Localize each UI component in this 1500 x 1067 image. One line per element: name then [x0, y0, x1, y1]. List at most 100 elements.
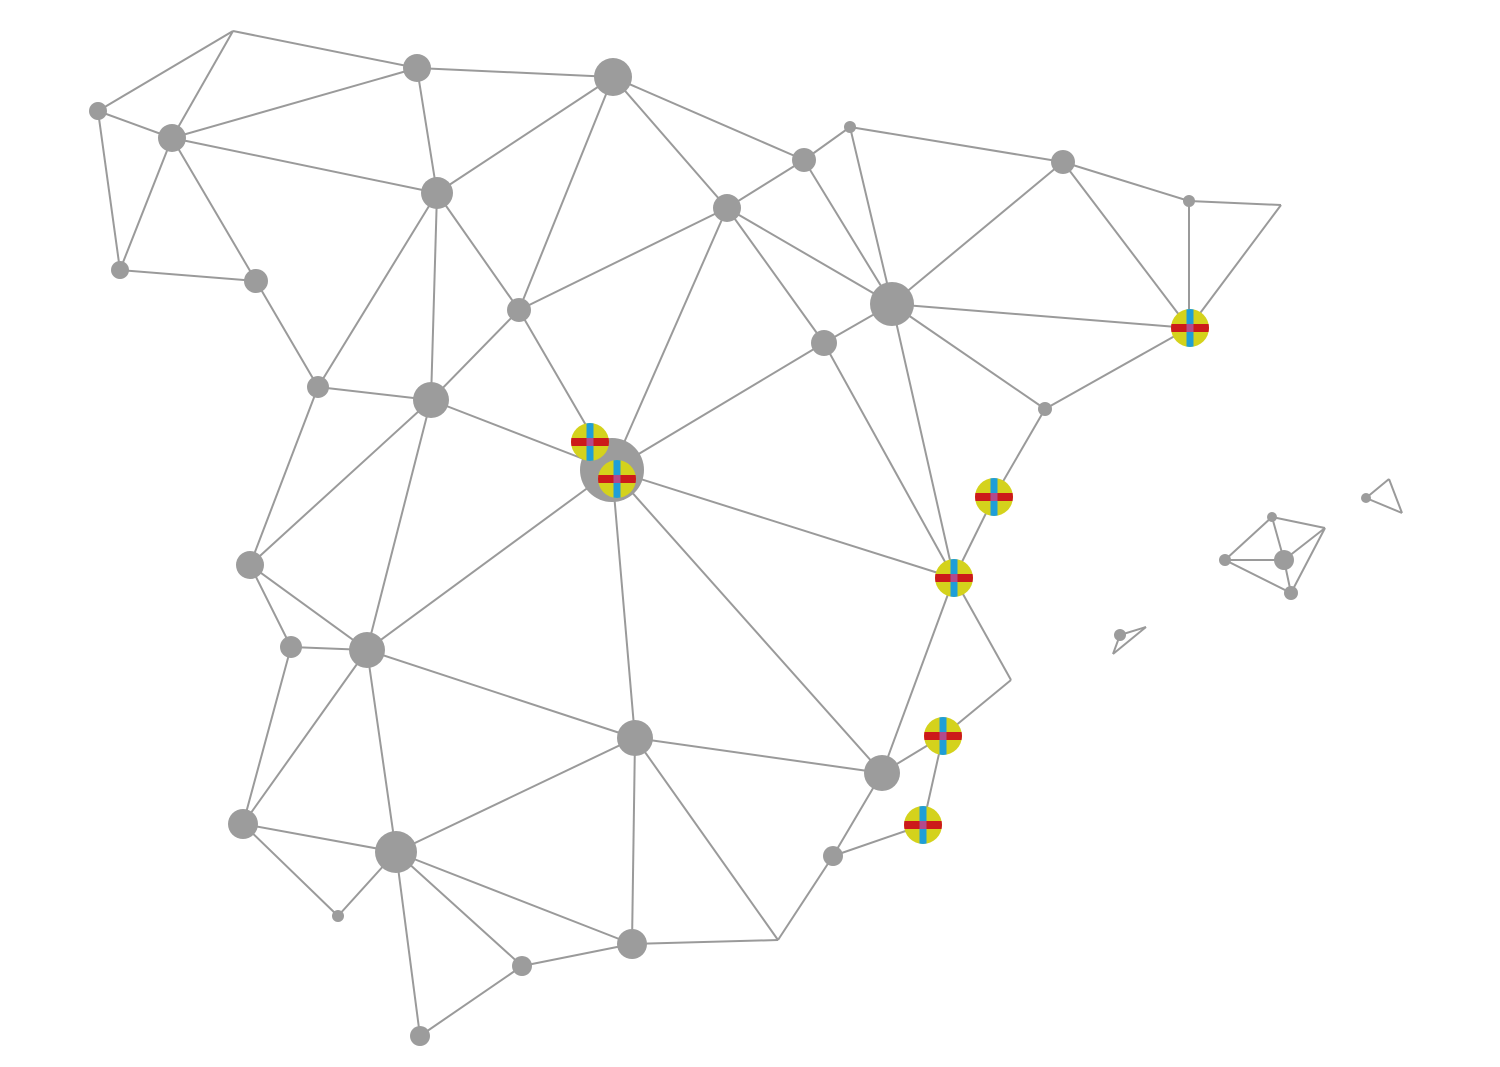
network-edge [1188, 204, 1282, 329]
network-edge [611, 469, 955, 579]
network-edge [1044, 327, 1190, 410]
network-edge [891, 161, 1064, 305]
network-edge [891, 303, 955, 579]
network-edge [249, 386, 319, 566]
network-edge [242, 823, 397, 853]
network-node [244, 269, 268, 293]
network-node [111, 261, 129, 279]
network-edge [1062, 161, 1190, 202]
network-node [1361, 493, 1371, 503]
network-node [228, 809, 258, 839]
network-node [713, 194, 741, 222]
network-node [1051, 150, 1075, 174]
network-edge [242, 646, 292, 825]
network-edge [521, 943, 633, 967]
network-edge [171, 67, 418, 139]
network-edge [726, 159, 805, 209]
network-edge [518, 76, 614, 311]
flag-marker-icon [924, 717, 962, 755]
network-edge [849, 126, 893, 305]
network-edge [631, 737, 636, 945]
flag-marker-icon [598, 460, 636, 498]
network-edge [395, 851, 523, 967]
network-edge [430, 309, 520, 401]
network-edge [366, 649, 397, 853]
network-node [1183, 195, 1195, 207]
network-edge [891, 303, 1190, 329]
network-edge [395, 851, 421, 1037]
network-edge [395, 851, 633, 945]
network-edge [395, 737, 636, 853]
network-node [413, 382, 449, 418]
network-edge [1388, 478, 1403, 514]
network-edge [634, 737, 779, 941]
network-edge [97, 110, 121, 271]
network-edge [416, 67, 614, 78]
network-edge [242, 649, 368, 825]
network-edge [171, 137, 438, 194]
network-edge [891, 303, 1046, 410]
network-edge [611, 207, 728, 471]
network-edge [611, 469, 636, 739]
network-node [1038, 402, 1052, 416]
network-edge [823, 342, 955, 579]
network-node [1267, 512, 1277, 522]
network-node [349, 632, 385, 668]
network-edge [1112, 626, 1147, 655]
network-edge [119, 137, 173, 271]
network-node [1114, 629, 1126, 641]
network-edge [631, 939, 779, 945]
network-edge [1224, 516, 1273, 561]
network-edge [430, 192, 438, 401]
network-node [792, 148, 816, 172]
network-edge [249, 564, 292, 648]
network-node [375, 831, 417, 873]
network-edge [634, 737, 883, 774]
flag-marker-icon [975, 478, 1013, 516]
network-node [307, 376, 329, 398]
network-node [403, 54, 431, 82]
network-edge [1224, 559, 1292, 594]
network-edge [1062, 161, 1190, 329]
network-edge [366, 469, 613, 651]
network-edges [97, 30, 1403, 1037]
network-edge [726, 207, 825, 344]
network-edge [249, 399, 432, 566]
network-node [89, 102, 107, 120]
network-edge [611, 342, 825, 471]
network-edge [436, 76, 614, 194]
network-edge [317, 386, 432, 401]
network-edge [803, 159, 893, 305]
network-edge [953, 577, 1012, 681]
network-node [507, 298, 531, 322]
network-node [864, 755, 900, 791]
network-node [1274, 550, 1294, 570]
network-edge [726, 207, 893, 305]
network-edge [232, 30, 418, 69]
network-edge [317, 192, 438, 388]
network-node [1219, 554, 1231, 566]
network-edge [611, 469, 883, 774]
network-node [421, 177, 453, 209]
network-edge [1365, 497, 1403, 514]
network-node [617, 720, 653, 756]
network-edge [416, 67, 438, 194]
network-edge [419, 965, 523, 1037]
network-node [332, 910, 344, 922]
network-edge [366, 649, 636, 739]
network-edge [242, 823, 339, 917]
network-edge [518, 207, 728, 311]
network-edge [1290, 527, 1326, 594]
network-node [594, 58, 632, 96]
network-edge [777, 855, 834, 941]
network-edge [171, 30, 234, 139]
network-node [811, 330, 837, 356]
network-edge [612, 76, 728, 209]
network-nodes [89, 54, 1371, 1046]
network-node [236, 551, 264, 579]
network-edge [97, 30, 234, 112]
network-node [158, 124, 186, 152]
network-edge [255, 280, 319, 388]
network-node [844, 121, 856, 133]
flag-marker-icon [935, 559, 973, 597]
